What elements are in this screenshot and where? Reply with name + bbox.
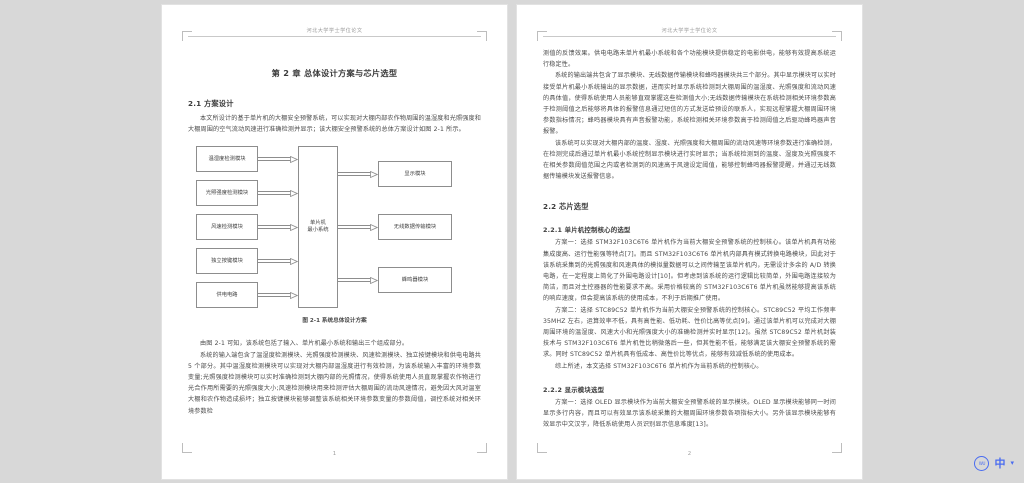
figure-box-core-line1: 单片机 <box>310 220 326 227</box>
ime-logo-icon[interactable]: WU <box>974 455 990 471</box>
page-number-2: 2 <box>687 451 692 457</box>
paragraph-continued: 测值的反馈效果。供电电路未单片机最小系统和各个功能模块提供稳定的电影供电，能够有… <box>543 50 836 69</box>
figure-2-1-canvas: 温湿度检测模块 光照强度检测模块 风速检测模块 独立按键模块 供电电路 <box>188 144 481 314</box>
page-content-frame: 测值的反馈效果。供电电路未单片机最小系统和各个功能模块提供稳定的电影供电，能够有… <box>543 41 836 443</box>
figure-arrow-input-0 <box>258 155 298 163</box>
figure-arrow-input-4 <box>258 291 298 299</box>
crop-mark-bottom-right <box>477 443 487 453</box>
figure-arrow-output-1 <box>338 223 378 231</box>
crop-mark-top-left <box>182 31 192 41</box>
page-header-rule <box>188 36 481 37</box>
ime-mode-label[interactable]: 中 <box>994 457 1006 470</box>
crop-mark-top-right <box>477 31 487 41</box>
crop-mark-bottom-left <box>182 443 192 453</box>
page-number-1: 1 <box>332 451 337 457</box>
figure-arrow-output-2 <box>338 276 378 284</box>
paragraph-option-1-mcu: 方案一：选择 STM32F103C6T6 单片机作为当前大棚安全预警系统的控制核… <box>543 239 836 303</box>
page-header: 河北大学学士学位论文 <box>661 28 718 34</box>
paragraph-after-figure-1: 系统的输入端包含了温湿度检测模块、光照强度检测模块、风速检测模块、独立按键模块和… <box>188 351 481 415</box>
paragraph-mcu-conclusion: 综上所述，本文选择 STM32F103C6T6 单片机作为当前系统的控制核心。 <box>555 362 763 370</box>
viewer-gutter-right <box>862 0 1024 483</box>
figure-arrow-input-2 <box>258 223 298 231</box>
viewer-gutter-left <box>0 0 160 483</box>
page-header: 河北大学学士学位论文 <box>306 28 363 34</box>
figure-box-input-4: 供电电路 <box>196 282 258 309</box>
figure-box-core: 单片机 最小系统 <box>298 146 338 309</box>
document-page-1[interactable]: 河北大学学士学位论文 第 2 章 总体设计方案与芯片选型 2.1 方案设计 本文… <box>162 5 507 479</box>
figure-box-input-3: 独立按键模块 <box>196 248 258 275</box>
figure-arrow-input-3 <box>258 257 298 265</box>
page-header-rule <box>543 36 836 37</box>
chapter-title: 第 2 章 总体设计方案与芯片选型 <box>271 68 398 78</box>
figure-2-1-caption: 图 2-1 系统总体设计方案 <box>302 318 367 325</box>
paragraph-option-1-display: 方案一：选择 OLED 显示模块作为当前大棚安全预警系统的显示模块。OLED 显… <box>543 398 836 429</box>
crop-mark-bottom-left <box>537 443 547 453</box>
figure-box-output-0: 显示模块 <box>378 161 452 188</box>
section-heading-2-2: 2.2 芯片选型 <box>543 202 589 212</box>
paragraph-after-figure-0: 由图 2-1 可知，该系统包括了输入、单片机最小系统和输出三个组成部分。 <box>200 340 409 348</box>
ime-indicator[interactable]: WU 中 ▾ <box>974 453 1014 473</box>
crop-mark-top-right <box>832 31 842 41</box>
page-content-frame: 第 2 章 总体设计方案与芯片选型 2.1 方案设计 本文所设计的基于单片机的大… <box>188 41 481 443</box>
chevron-down-icon[interactable]: ▾ <box>1010 459 1014 467</box>
subsection-heading-2-2-2: 2.2.2 显示模块选型 <box>543 385 605 394</box>
document-page-2[interactable]: 河北大学学士学位论文 测值的反馈效果。供电电路未单片机最小系统和各个功能模块提供… <box>517 5 862 479</box>
paragraph-option-2-mcu: 方案二：选择 STC89C52 单片机作为当前大棚安全预警系统的控制核心。STC… <box>543 306 836 359</box>
figure-box-input-1: 光照强度检测模块 <box>196 180 258 207</box>
figure-box-input-0: 温湿度检测模块 <box>196 146 258 173</box>
subsection-heading-2-2-1: 2.2.1 单片机控制核心的选型 <box>543 226 631 235</box>
figure-2-1: 温湿度检测模块 光照强度检测模块 风速检测模块 独立按键模块 供电电路 <box>188 144 481 334</box>
figure-box-output-1: 无线数据传输模块 <box>378 214 452 241</box>
figure-box-input-2: 风速检测模块 <box>196 214 258 241</box>
figure-box-core-line2: 最小系统 <box>307 227 329 234</box>
crop-mark-bottom-right <box>832 443 842 453</box>
figure-arrow-input-1 <box>258 189 298 197</box>
paragraph-output-modules: 系统的输出端共包含了显示模块、无线数据传输模块和蜂鸣器模块共三个部分。其中显示模… <box>543 72 836 136</box>
figure-arrow-output-0 <box>338 170 378 178</box>
section-heading-2-1: 2.1 方案设计 <box>188 99 234 108</box>
crop-mark-top-left <box>537 31 547 41</box>
paragraph-system-summary: 该系统可以实现对大棚内部的温度、湿度、光照强度和大棚周围的流动风速等环境参数进行… <box>543 139 836 181</box>
figure-box-output-2: 蜂鸣器模块 <box>378 267 452 294</box>
paragraph-2-1-intro: 本文所设计的基于单片机的大棚安全预警系统，可以实现对大棚内部农作物周围的温湿度和… <box>188 115 481 134</box>
